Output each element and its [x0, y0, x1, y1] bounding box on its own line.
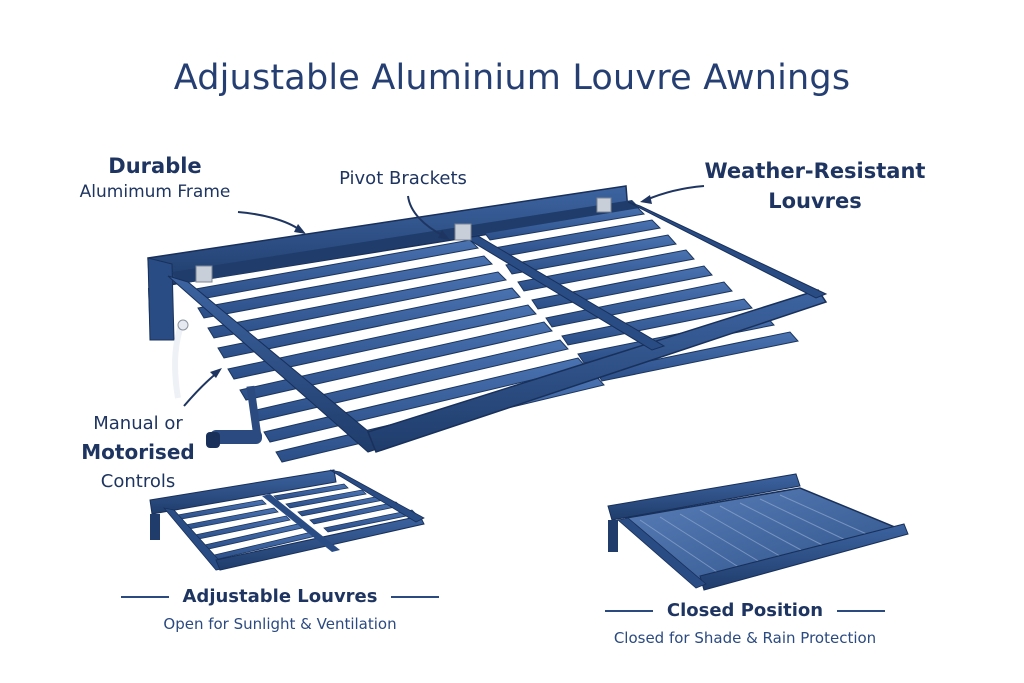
callout-weather-line1: Weather-Resistant	[704, 159, 926, 183]
closed-awning-thumbnail	[607, 473, 909, 591]
callout-weather-line2: Louvres	[768, 189, 862, 213]
caption-open: Adjustable Louvres Open for Sunlight & V…	[120, 586, 440, 633]
callout-controls-line2: Motorised	[81, 440, 195, 464]
center-divider	[464, 235, 666, 351]
main-awning	[147, 185, 828, 463]
arrow-durable	[237, 211, 301, 231]
caption-open-subtitle: Open for Sunlight & Ventilation	[163, 615, 397, 633]
frame-front-bar	[367, 289, 828, 453]
crank-handle	[206, 385, 262, 448]
pivot-bracket-left	[195, 265, 213, 283]
callout-controls-line1: Manual or	[93, 413, 183, 434]
caption-closed: Closed Position Closed for Shade & Rain …	[580, 600, 910, 647]
caption-rule	[391, 595, 440, 598]
caption-closed-title: Closed Position	[666, 600, 824, 621]
arrow-heads	[210, 195, 652, 378]
page-title: Adjustable Aluminium Louvre Awnings	[173, 58, 851, 98]
control-cord	[172, 321, 185, 399]
caption-open-title: Adjustable Louvres	[182, 586, 378, 607]
callout-controls: Manual or Motorised Controls	[58, 409, 218, 496]
caption-rule	[837, 609, 886, 612]
callout-pivot-brackets: Pivot Brackets	[339, 168, 467, 189]
wall-rail-side	[147, 257, 175, 341]
caption-closed-subtitle: Closed for Shade & Rain Protection	[613, 629, 877, 647]
pivot-bracket-center	[454, 223, 472, 241]
caption-rule	[120, 595, 169, 598]
arrow-pivot	[407, 195, 445, 237]
open-awning-thumbnail	[149, 469, 425, 571]
pivot-bracket-right	[596, 197, 612, 213]
callout-durable-line2: Alumimum Frame	[79, 182, 231, 202]
callout-controls-line3: Controls	[100, 471, 176, 492]
caption-rule	[604, 609, 653, 612]
frame-right-arm	[627, 201, 828, 299]
callout-durable-line1: Durable	[108, 154, 202, 178]
frame-back-edge	[172, 200, 640, 284]
arrow-controls	[183, 371, 219, 407]
callout-weather-resistant: Weather-Resistant Louvres	[690, 156, 940, 216]
callout-durable-frame: Durable Alumimum Frame	[60, 154, 250, 202]
